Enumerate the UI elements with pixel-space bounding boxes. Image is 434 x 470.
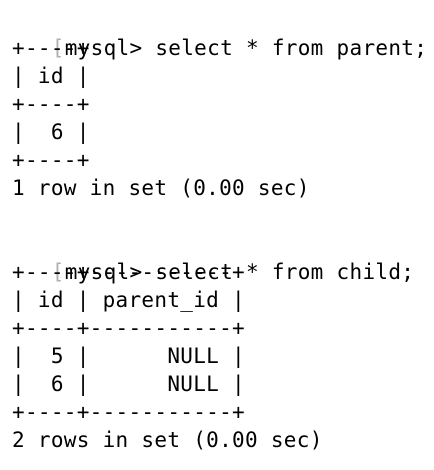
command-line-parent: [mysql> select * from parent; <box>0 6 427 60</box>
table-border-top: +----+-----------+ <box>12 260 245 284</box>
prompt-bracket: [ <box>51 36 65 60</box>
command-text: select * from child; <box>142 260 415 284</box>
table-border-bottom: +----+-----------+ <box>12 400 245 424</box>
table-header-row: | id | <box>12 64 90 88</box>
table-row: | 6 | <box>12 120 90 144</box>
command-text: select * from parent; <box>142 36 428 60</box>
table-border-bottom: +----+ <box>12 148 90 172</box>
table-border-mid: +----+-----------+ <box>12 316 245 340</box>
result-summary: 1 row in set (0.00 sec) <box>12 176 310 200</box>
mysql-prompt: mysql> <box>64 36 143 60</box>
table-border-top: +----+ <box>12 36 90 60</box>
mysql-prompt: mysql> <box>64 260 143 284</box>
table-header-row: | id | parent_id | <box>12 288 245 312</box>
result-summary: 2 rows in set (0.00 sec) <box>12 428 323 452</box>
table-row: | 5 | NULL | <box>12 344 245 368</box>
table-border-mid: +----+ <box>12 92 90 116</box>
prompt-bracket: [ <box>51 260 65 284</box>
table-row: | 6 | NULL | <box>12 372 245 396</box>
command-line-child: [mysql> select * from child; <box>0 230 414 284</box>
